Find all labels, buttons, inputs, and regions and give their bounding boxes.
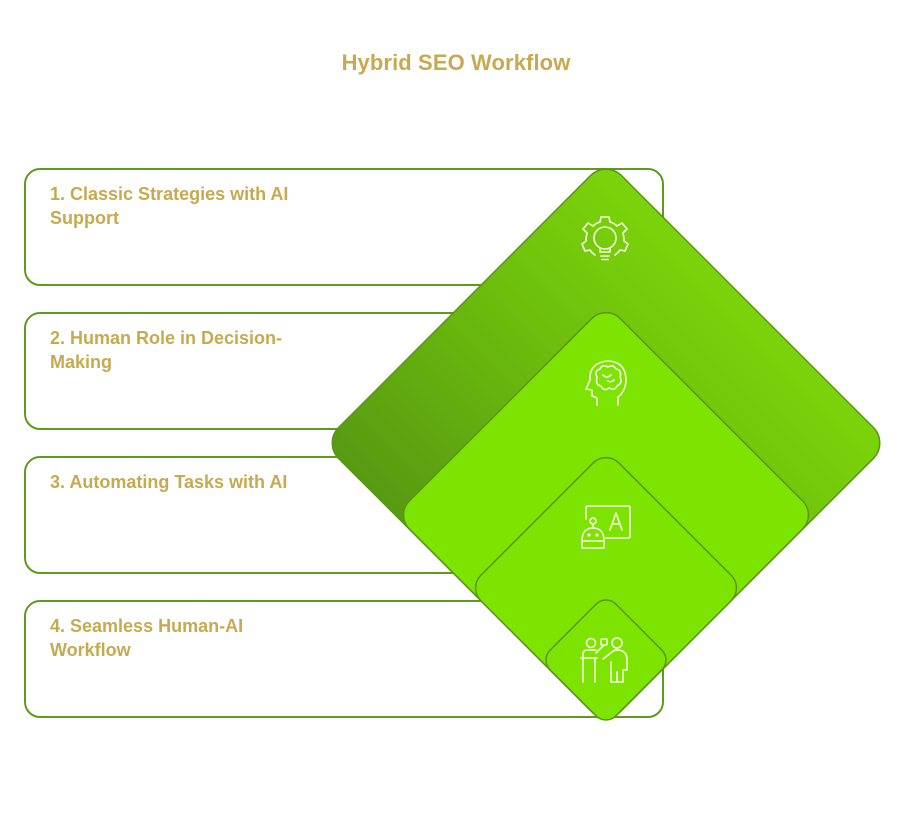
step-label-4: 4. Seamless Human-AI Workflow bbox=[50, 616, 244, 660]
diamond-3 bbox=[474, 456, 738, 720]
step-label-3: 3. Automating Tasks with AI bbox=[50, 472, 288, 492]
step-label-2: 2. Human Role in Decision-Making bbox=[50, 328, 283, 372]
gear-lightbulb-icon bbox=[581, 216, 629, 261]
step-label-1: 1. Classic Strategies with AI Support bbox=[50, 184, 289, 228]
head-brain-icon bbox=[585, 360, 627, 406]
people-presentation-icon bbox=[580, 637, 628, 683]
diagram-title: Hybrid SEO Workflow bbox=[341, 50, 571, 75]
robot-board-icon bbox=[581, 505, 631, 549]
diamond-4 bbox=[545, 599, 667, 721]
